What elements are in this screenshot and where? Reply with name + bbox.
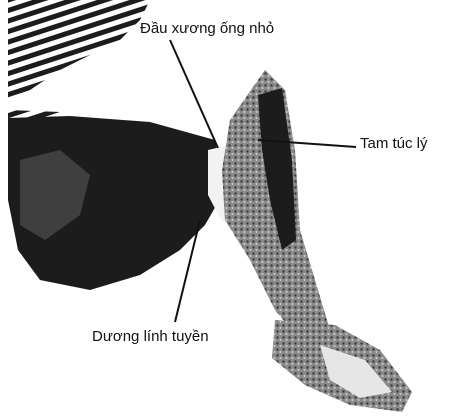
label-duong-linh-tuyen: Dương lính tuyền xyxy=(92,328,209,345)
label-bone-head: Đầu xương ống nhỏ xyxy=(140,20,274,37)
striped-fabric-top xyxy=(8,0,150,100)
label-tam-tuc-ly: Tam túc lý xyxy=(360,135,428,152)
